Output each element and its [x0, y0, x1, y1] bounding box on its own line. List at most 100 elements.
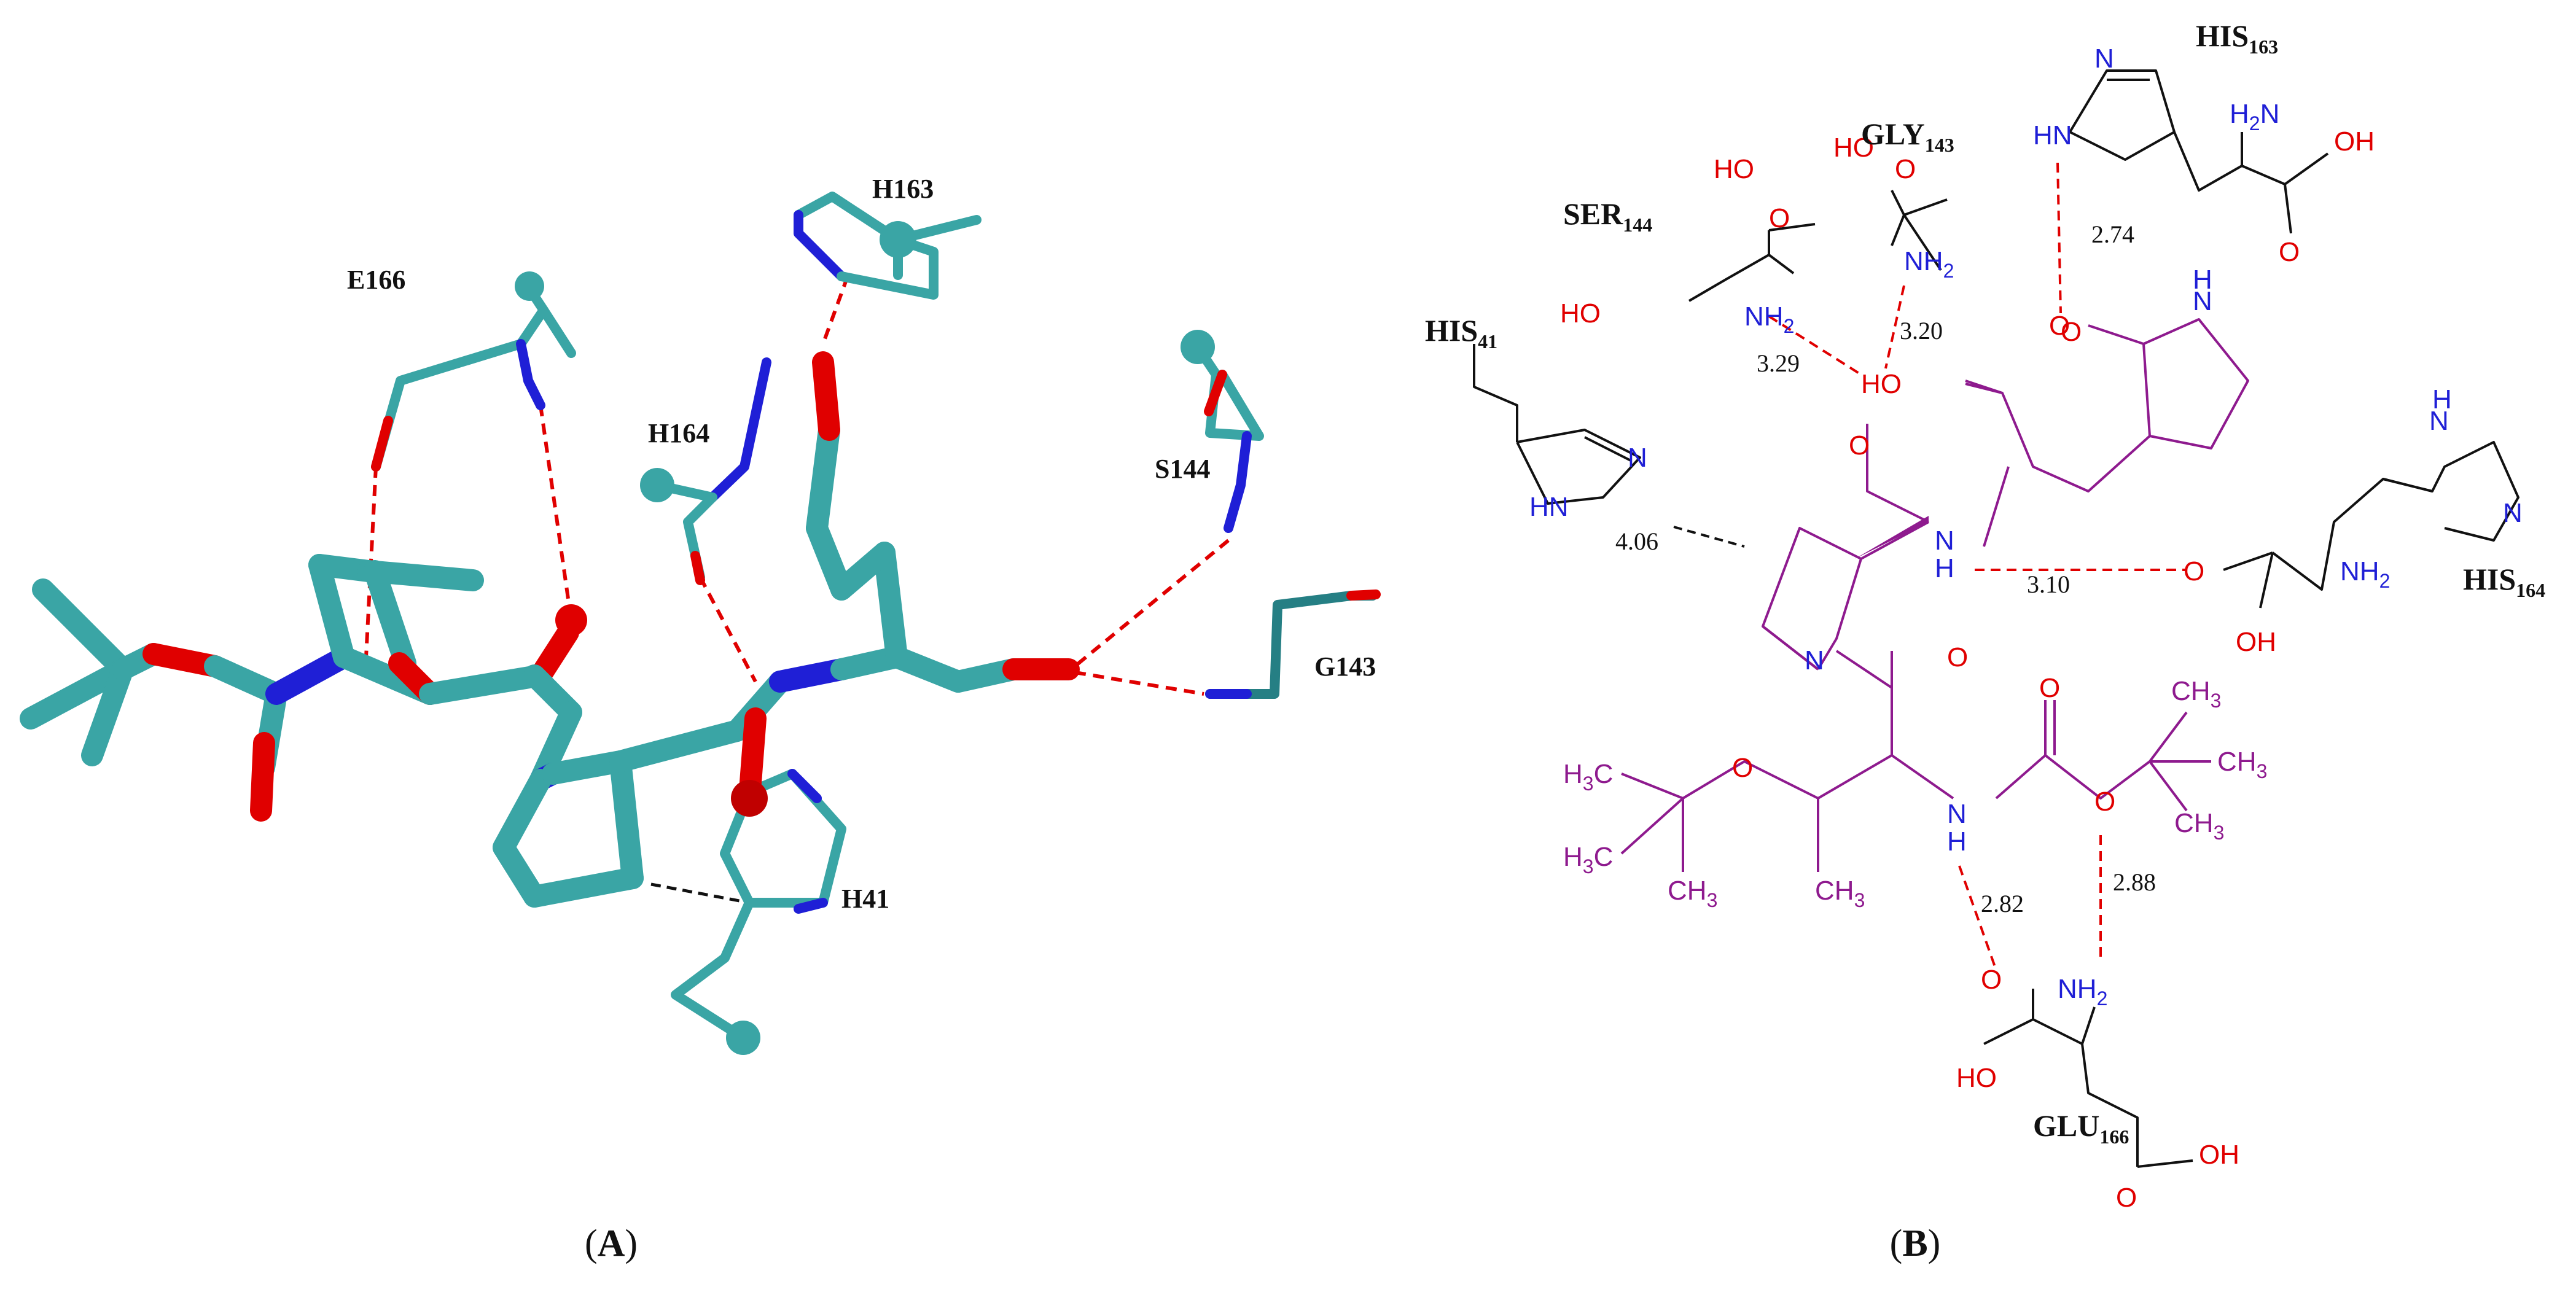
- atom-label: 2: [2249, 112, 2260, 134]
- atom-label: H: [2432, 384, 2452, 414]
- panel-b-hbonds: [1768, 162, 2187, 971]
- atom-label: O: [2116, 1183, 2137, 1213]
- label-h163: H163: [872, 174, 934, 204]
- panel-a-label: (A): [585, 1223, 638, 1264]
- atom-label: HO: [1833, 133, 1874, 163]
- atom-label: N: [2260, 99, 2280, 129]
- bond-line: [794, 898, 828, 914]
- bond-line: [523, 867, 644, 908]
- bond-line: [1224, 431, 1252, 533]
- bond-line: [2149, 711, 2188, 763]
- bond-line: [1620, 797, 1684, 855]
- atom-label: 166: [2099, 1126, 2129, 1148]
- residue-h41-sticks: [671, 769, 846, 1043]
- bond-line: [516, 339, 545, 410]
- atom-label: O: [2039, 673, 2060, 703]
- atom-label: HO: [1861, 369, 1902, 399]
- atom-label: HN: [1529, 492, 1569, 522]
- bond-line: [1983, 466, 2010, 547]
- atom-label: 3: [2214, 822, 2225, 844]
- distance-gly143: 3.20: [1900, 317, 1943, 344]
- atom-label: NH2: [1744, 302, 1794, 337]
- label-s144: S144: [1155, 454, 1210, 484]
- bond-line: [1903, 214, 1942, 271]
- atom-ball: [640, 468, 674, 502]
- panel-b-residue-bonds: [1473, 69, 2519, 1168]
- bond-line: [2069, 69, 2176, 161]
- panel-b-label: (B): [1890, 1223, 1941, 1264]
- bond-line: [2142, 318, 2249, 449]
- distance-glu166-nh: 2.82: [1981, 890, 2024, 917]
- hbond-g143: [1074, 671, 1204, 696]
- bond-line: [1860, 521, 1929, 560]
- distance-glu166-o: 2.88: [2113, 868, 2156, 896]
- atom-label: HO: [1560, 298, 1601, 329]
- bond-line: [2383, 478, 2433, 492]
- distance-his164: 3.10: [2027, 570, 2070, 598]
- atom-label: N: [2094, 44, 2114, 74]
- bond-line: [1768, 254, 1795, 274]
- atom-label: CH: [2174, 808, 2214, 838]
- bond-line: [1891, 190, 1905, 246]
- atom-label: HO: [1956, 1063, 1997, 1093]
- atom-label: O: [2049, 311, 2070, 341]
- label-ser144: SER144: [1563, 197, 1652, 236]
- atom-label: H: [1947, 827, 1967, 857]
- bond-line: [1965, 379, 2003, 394]
- panel-b-atom-labels: N HN H2N OH O O HO O NH2 HO O HO NH2 HO …: [1529, 44, 2523, 1213]
- distance-his163: 2.74: [2091, 220, 2134, 248]
- bond-line: [308, 554, 355, 668]
- label-h164: H164: [648, 418, 709, 448]
- atom-label: HO: [1714, 154, 1754, 184]
- label-his164: HIS164: [2463, 562, 2545, 601]
- atom-label: CH: [1815, 876, 1854, 906]
- label-glu166: GLU166: [2033, 1108, 2129, 1148]
- bond-line: [265, 646, 355, 705]
- atom-label: CH: [1668, 876, 1707, 906]
- label-gly143: GLY143: [1861, 117, 1954, 156]
- atom-label: 144: [1623, 214, 1652, 236]
- atom-label: C: [1594, 759, 1614, 789]
- ligand-wedge: [1855, 516, 1929, 559]
- bond-line: [1473, 344, 1518, 442]
- atom-label: H: [2193, 265, 2212, 295]
- atom-label: OH: [2334, 126, 2375, 157]
- bond-line: [806, 419, 840, 539]
- bond-line: [2088, 324, 2144, 345]
- atom-label: 2: [2097, 987, 2108, 1010]
- atom-label: 3: [1583, 855, 1594, 878]
- bond-line: [542, 750, 631, 785]
- bond-line: [1768, 223, 1816, 232]
- distance-ser144: 3.29: [1757, 349, 1800, 377]
- hbond-h163: [821, 275, 849, 345]
- hbond-his163: [2056, 162, 2062, 314]
- bond-line: [708, 357, 771, 502]
- hydrophobic-his41: [1673, 526, 1745, 548]
- atom-label: H: [1563, 842, 1583, 872]
- atom-label: O: [1849, 430, 1870, 461]
- hbond-s144: [1074, 539, 1230, 668]
- label-his163: HIS163: [2196, 18, 2278, 58]
- bond-line: [371, 416, 393, 472]
- atom-label: NH: [2340, 556, 2379, 586]
- residue-h164-sticks: [652, 357, 771, 585]
- bond-line: [690, 551, 705, 585]
- atom-label: CH3: [1815, 876, 1865, 911]
- hbond-h164: [698, 576, 757, 683]
- bond-line: [493, 769, 552, 858]
- label-h41: H41: [841, 884, 889, 914]
- atom-label: NH: [1744, 302, 1784, 332]
- bond-line: [1983, 1018, 2034, 1045]
- panel-a-3d-model: E166 H163 H164 S144 G143 H41 (A): [20, 174, 1381, 1264]
- bond-line: [1688, 230, 1770, 302]
- bond-line: [671, 898, 754, 1043]
- atom-label: N: [2193, 286, 2212, 316]
- atom-ball: [726, 1021, 760, 1055]
- hbond-ser144: [1768, 315, 1862, 376]
- atom-label: 163: [2249, 36, 2278, 58]
- atom-label: NH2: [2058, 974, 2107, 1010]
- bond-line: [1891, 754, 1954, 800]
- atom-label: HN: [2033, 120, 2072, 150]
- atom-label: N: [1628, 443, 1647, 473]
- atom-label: CH3: [2217, 747, 2267, 782]
